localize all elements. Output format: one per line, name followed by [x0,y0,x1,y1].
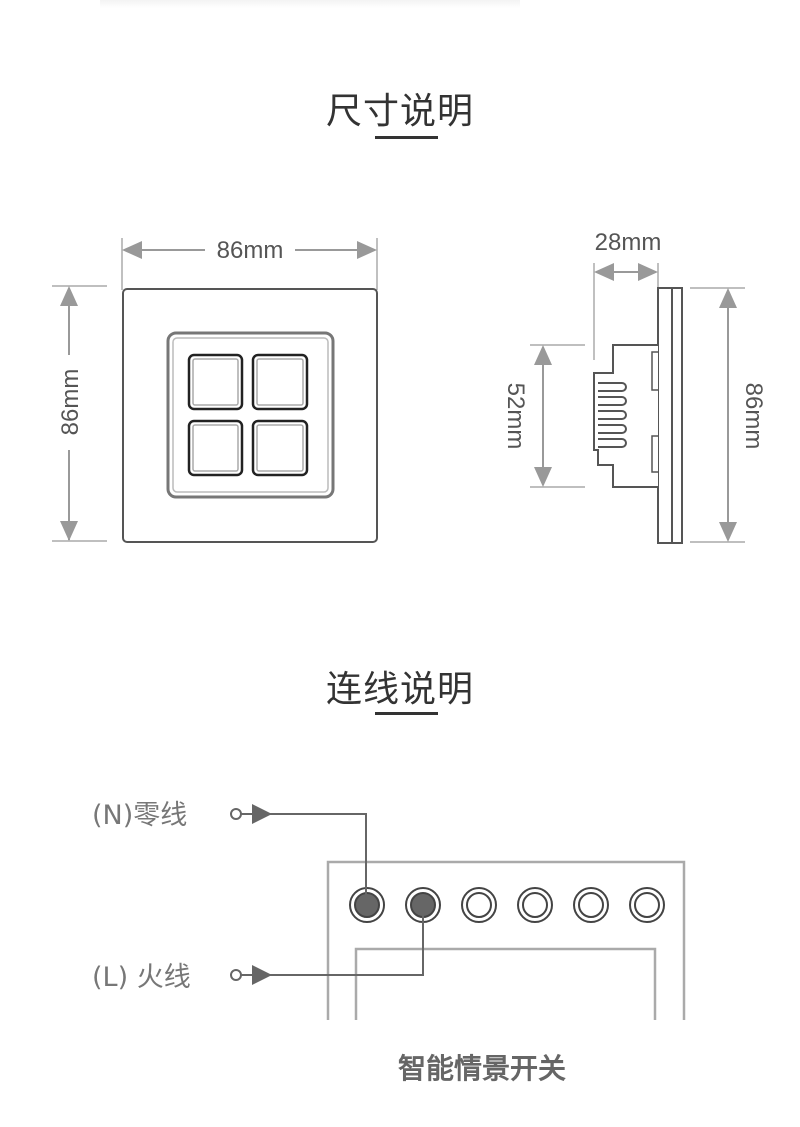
button-4 [251,419,309,477]
buttons [187,353,309,477]
terminals [349,887,665,923]
side-depth-label: 28mm [595,229,662,256]
button-1 [187,353,244,411]
dimensions-title: 尺寸说明 [325,91,474,132]
neutral-wire: (N)零线 [92,800,367,903]
front-width-label: 86mm [217,237,284,264]
wiring-diagram: (N)零线 (L) 火线 智能情景开关 [92,800,686,1085]
live-wire: (L) 火线 [92,905,424,993]
button-2 [251,353,309,411]
device-outer-outline [326,860,686,1020]
side-height-label: 86mm [740,383,767,450]
live-label: (L) 火线 [92,962,191,993]
side-view: 28mm 52mm 86mm [502,229,767,544]
button-3 [187,419,244,477]
device-inner-outline [354,947,657,1020]
device-label: 智能情景开关 [398,1052,566,1085]
terminal-6 [629,887,665,923]
top-fade [100,0,520,8]
side-body-height-label: 52mm [502,383,529,450]
front-view: 86mm 86mm [52,237,378,543]
wiring-title: 连线说明 [325,669,474,710]
neutral-label: (N)零线 [92,800,187,831]
wiring-title-underline [375,712,438,715]
front-height-label: 86mm [57,369,84,436]
terminal-5 [573,887,609,923]
terminal-fins [598,382,627,448]
side-plate [657,287,683,544]
depth-arrows [594,263,658,281]
terminal-3 [461,887,497,923]
dimensions-title-underline [375,136,438,139]
terminal-4 [517,887,553,923]
